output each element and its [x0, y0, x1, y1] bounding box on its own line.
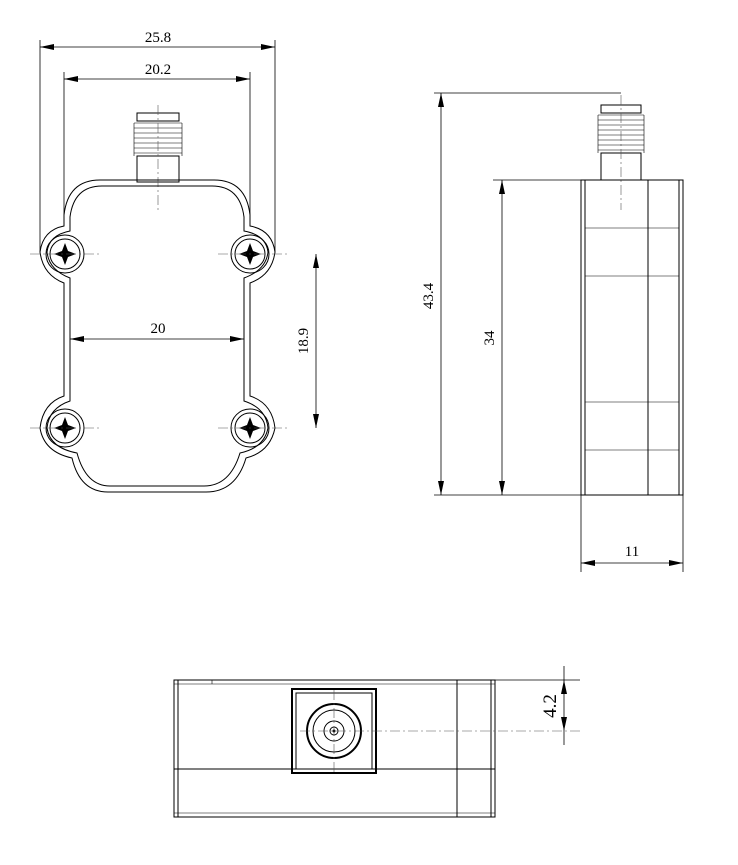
- bottom-body: [173, 679, 496, 818]
- dim-label-4-2: 4.2: [540, 694, 561, 718]
- side-body: [580, 179, 684, 496]
- dim-body-height: 34: [482, 179, 581, 495]
- dim-label-20: 20: [151, 321, 166, 337]
- dim-label-34: 34: [482, 330, 498, 346]
- dim-overall-height: 43.4: [421, 92, 621, 496]
- dim-inner-width: 20.2: [63, 62, 251, 226]
- dim-label-11: 11: [625, 544, 639, 560]
- dim-label-25-8: 25.8: [145, 30, 171, 46]
- dim-hole-spacing-v: 18.9: [296, 254, 319, 428]
- bottom-view: 4.2: [173, 666, 580, 818]
- dim-hole-spacing-h: 20: [70, 321, 244, 342]
- bottom-connector: [291, 688, 580, 774]
- side-sma-connector: [597, 95, 645, 210]
- dim-overall-width: 25.8: [39, 30, 276, 252]
- dim-thickness: 11: [580, 495, 684, 572]
- dim-label-20-2: 20.2: [145, 62, 171, 78]
- dim-connector-offset: 4.2: [495, 666, 580, 745]
- dim-label-18-9: 18.9: [296, 328, 312, 354]
- side-view: 43.4 34 11: [421, 92, 684, 572]
- front-housing-inner: [46, 185, 269, 487]
- dim-label-43-4: 43.4: [421, 282, 437, 309]
- front-sma-connector: [133, 105, 183, 210]
- front-view: 25.8 20.2 20 18.9: [30, 30, 319, 493]
